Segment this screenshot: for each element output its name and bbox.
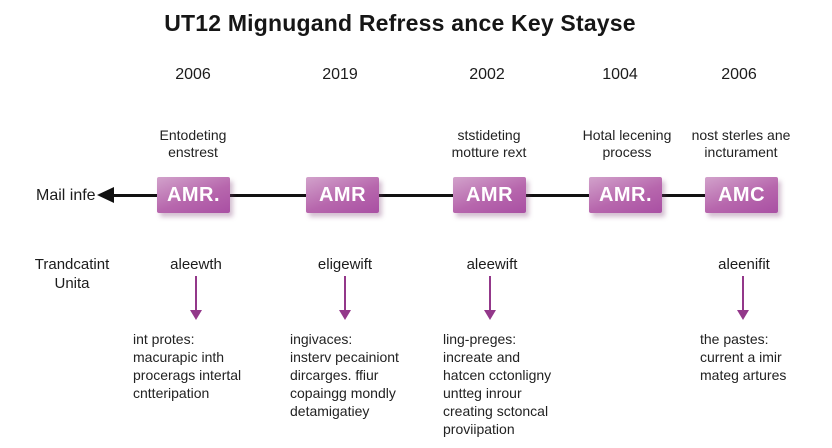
top-label: Entodeting enstrest xyxy=(159,127,227,160)
sub-label: eligewift xyxy=(317,256,373,273)
top-label: ststideting motture rext xyxy=(451,127,527,160)
description-text: ling-preges: increate and hatcen cctonli… xyxy=(443,331,552,437)
timeline-box: AMR xyxy=(453,177,526,213)
top-label: Hotal lecening process xyxy=(582,127,672,160)
timeline-box: AMC xyxy=(705,177,778,213)
sub-label: aleewth xyxy=(170,256,222,273)
arrow-head xyxy=(484,310,496,320)
arrow-shaft xyxy=(195,276,197,312)
arrow-head xyxy=(190,310,202,320)
arrow-head xyxy=(737,310,749,320)
timeline-line xyxy=(114,194,742,197)
sub-label: aleewift xyxy=(466,256,518,273)
row-label: Trandcatint Unita xyxy=(34,256,110,292)
arrow-shaft xyxy=(344,276,346,312)
timeline-box: AMR. xyxy=(589,177,662,213)
arrow-head xyxy=(339,310,351,320)
description-text: the pastes: current a imir mateg artures xyxy=(700,331,787,383)
timeline-left-label: Mail infe xyxy=(36,187,96,204)
year-label: 2019 xyxy=(322,66,358,83)
year-label: 2002 xyxy=(469,66,505,83)
page-title: UT12 Mignugand Refress ance Key Stayse xyxy=(164,10,636,36)
year-label: 2006 xyxy=(175,66,211,83)
timeline-box: AMR. xyxy=(157,177,230,213)
year-label: 2006 xyxy=(721,66,757,83)
top-label: nost sterles ane incturament xyxy=(691,127,791,160)
description-text: ingivaces: insterv pecainiont dircarges.… xyxy=(290,331,399,419)
description-text: int protes: macurapic inth procerags int… xyxy=(133,331,242,401)
year-label: 1004 xyxy=(602,66,638,83)
timeline-box: AMR xyxy=(306,177,379,213)
arrow-shaft xyxy=(742,276,744,312)
arrow-left-icon xyxy=(97,187,114,203)
arrow-shaft xyxy=(489,276,491,312)
sub-label: aleenifit xyxy=(718,256,770,273)
